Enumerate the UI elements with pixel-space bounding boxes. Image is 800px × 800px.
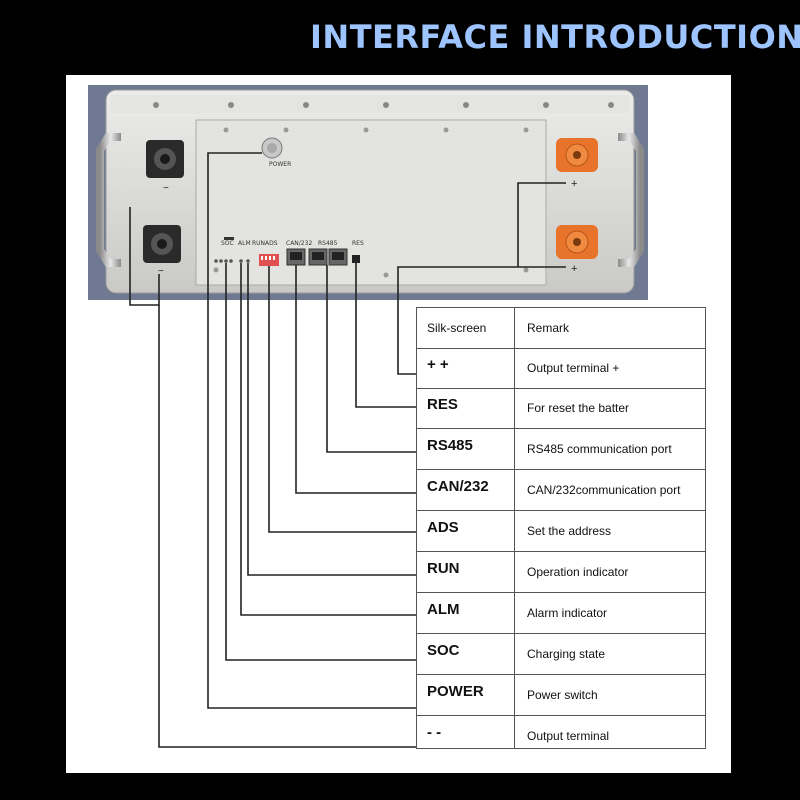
power-silk-label: POWER xyxy=(269,161,291,168)
table-row: ALM Alarm indicator xyxy=(417,593,705,634)
row-silk: CAN/232 xyxy=(427,478,489,495)
table-row: CAN/232 CAN/232communication port xyxy=(417,470,705,511)
header-silk-cell: Silk-screen xyxy=(417,308,515,348)
front-panel xyxy=(195,119,547,286)
row-silk: RUN xyxy=(427,560,460,577)
ads-silk-label: ADS xyxy=(265,240,278,247)
leader-minus-top xyxy=(129,207,160,306)
plus-label-top: + xyxy=(571,178,577,190)
alm-silk-label: ALM xyxy=(238,240,251,247)
minus-label-top: − xyxy=(163,183,169,194)
header-remark-cell: Remark xyxy=(515,308,705,348)
row-remark: Operation indicator xyxy=(527,565,629,579)
row-remark: For reset the batter xyxy=(527,401,630,415)
leader-minus xyxy=(158,305,416,748)
can232-port[interactable] xyxy=(286,248,306,266)
positive-terminal-top[interactable] xyxy=(556,138,598,172)
dip-levers xyxy=(261,256,275,260)
run-silk-label: RUN xyxy=(252,240,265,247)
row-silk: SOC xyxy=(427,642,460,659)
row-silk: POWER xyxy=(427,683,484,700)
leader-lines xyxy=(129,152,566,748)
table-row: RES For reset the batter xyxy=(417,388,705,429)
battery-diagram: − − + + POWER SOC ALM RUN ADS xyxy=(88,85,648,748)
leader-alm xyxy=(240,263,416,616)
leader-soc xyxy=(225,263,416,661)
diagram-panel: − − + + POWER SOC ALM RUN ADS xyxy=(66,75,731,773)
leader-power xyxy=(207,152,416,709)
row-remark: Power switch xyxy=(527,688,598,702)
table-header-row: Silk-screen Remark xyxy=(417,308,705,349)
plus-label-bottom: + xyxy=(571,263,577,275)
lip-screws xyxy=(153,102,614,108)
indicator-leds xyxy=(214,259,250,263)
row-remark: Set the address xyxy=(527,524,612,538)
row-silk: RES xyxy=(427,396,458,413)
row-silk: RS485 xyxy=(427,437,473,454)
row-remark: Alarm indicator xyxy=(527,606,608,620)
leader-res xyxy=(355,263,416,408)
panel-screws xyxy=(213,127,529,278)
leader-run xyxy=(247,263,416,576)
positive-terminal-bottom[interactable] xyxy=(556,225,598,259)
soc-silk-label: SOC xyxy=(221,240,234,247)
soc-bar xyxy=(224,237,234,240)
table-row: SOC Charging state xyxy=(417,634,705,675)
row-remark: Charging state xyxy=(527,647,606,661)
minus-label-bottom: − xyxy=(158,266,164,277)
row-silk: ADS xyxy=(427,519,459,536)
leader-rs485 xyxy=(326,265,416,453)
row-silk: ALM xyxy=(427,601,460,618)
interface-table: Silk-screen Remark + + Output terminal +… xyxy=(416,307,706,749)
rs485-port-b[interactable] xyxy=(328,248,348,266)
negative-terminal-top[interactable] xyxy=(146,140,184,178)
res-silk-label: RES xyxy=(352,240,364,247)
table-row: + + Output terminal + xyxy=(417,348,705,389)
table-row: RUN Operation indicator xyxy=(417,552,705,593)
row-silk: - - xyxy=(427,724,442,741)
row-remark: Output terminal xyxy=(527,729,610,743)
page-title: INTERFACE INTRODUCTION xyxy=(310,18,800,56)
row-remark: Output terminal + xyxy=(527,361,620,375)
row-remark: CAN/232communication port xyxy=(527,483,681,497)
left-handle[interactable] xyxy=(96,133,121,267)
right-handle[interactable] xyxy=(618,133,644,267)
leader-ads xyxy=(268,266,416,533)
leader-can xyxy=(295,265,416,494)
power-switch[interactable] xyxy=(261,137,283,159)
rs485-port-a[interactable] xyxy=(308,248,328,266)
table-row: - - Output terminal xyxy=(417,716,705,749)
table-row: RS485 RS485 communication port xyxy=(417,429,705,470)
row-silk: + + xyxy=(427,356,449,373)
row-remark: RS485 communication port xyxy=(527,442,672,456)
can-silk-label: CAN/232 xyxy=(286,240,312,247)
rs485-silk-label: RS485 xyxy=(318,240,338,247)
reset-button[interactable] xyxy=(352,255,360,263)
table-row: ADS Set the address xyxy=(417,511,705,552)
table-row: POWER Power switch xyxy=(417,675,705,716)
header-silk-label: Silk-screen xyxy=(427,321,487,335)
case-top-lip xyxy=(111,95,629,113)
leader-plus xyxy=(397,266,566,375)
negative-terminal-bottom[interactable] xyxy=(143,225,181,263)
leader-plus-top xyxy=(517,182,566,267)
header-remark-label: Remark xyxy=(527,321,570,335)
